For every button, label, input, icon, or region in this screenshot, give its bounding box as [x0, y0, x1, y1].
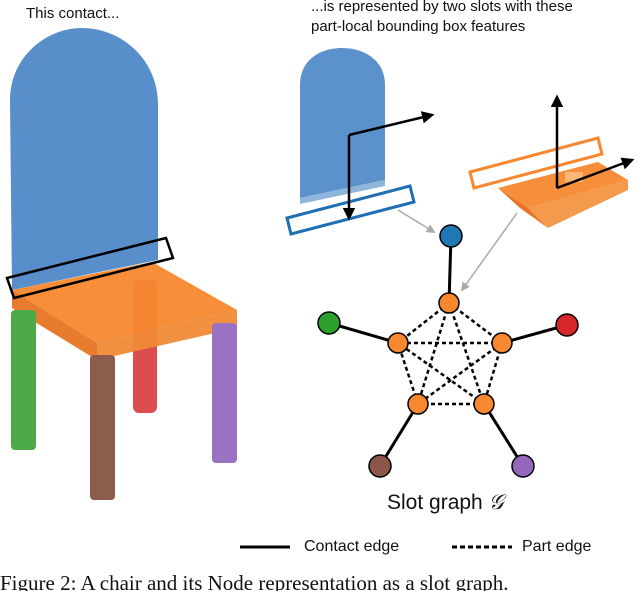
- seat-part-slot: [468, 94, 635, 228]
- chair-seat-front: [12, 290, 97, 360]
- legend-part-edge-label: Part edge: [522, 538, 592, 555]
- graph-title-text: Slot graph: [387, 491, 483, 514]
- left-caption: This contact...: [26, 5, 120, 22]
- slot-node-purple: [511, 454, 535, 478]
- seat-frame-axis-x: [556, 157, 635, 190]
- slot-node-orange-left: [387, 332, 409, 354]
- chair-seat-top: [12, 262, 237, 343]
- graph-symbol: 𝒢: [488, 490, 504, 514]
- back-bounding-box: [285, 184, 416, 236]
- slot-node-orange-bottom-right: [473, 393, 495, 415]
- back-part-shape: [300, 48, 385, 198]
- seat-bounding-box: [468, 136, 604, 190]
- part-edges: [396, 302, 504, 406]
- right-caption-line-1: ...is represented by two slots with thes…: [311, 0, 573, 15]
- contact-highlight-box: [5, 236, 175, 300]
- connector-arrow-back: [397, 209, 436, 233]
- connector-arrow-seat: [460, 212, 518, 292]
- chair-leg-brown: [90, 355, 115, 500]
- slot-node-orange-bottom-left: [407, 393, 429, 415]
- slot-node-green: [317, 311, 341, 335]
- chair-back: [10, 28, 158, 290]
- chair-leg-purple: [212, 323, 237, 463]
- slot-node-brown: [368, 454, 392, 478]
- chair-leg-green: [11, 310, 36, 450]
- figure-caption: Figure 2: A chair and its Node represent…: [0, 571, 509, 591]
- slot-node-orange-right: [491, 332, 513, 354]
- contact-edges: [328, 235, 568, 467]
- slot-graph: [317, 224, 579, 478]
- slot-node-blue: [439, 224, 463, 248]
- slot-node-orange-top: [438, 292, 460, 314]
- chair-seat-side: [97, 310, 237, 360]
- back-part-slot: [285, 48, 435, 236]
- right-caption-line-2: part-local bounding box features: [311, 18, 526, 35]
- chair-illustration: [5, 28, 237, 500]
- legend-contact-edge-label: Contact edge: [304, 538, 400, 555]
- slot-node-red: [555, 313, 579, 337]
- graph-title: Slot graph 𝒢: [387, 490, 504, 515]
- back-frame-axis-x: [348, 111, 435, 137]
